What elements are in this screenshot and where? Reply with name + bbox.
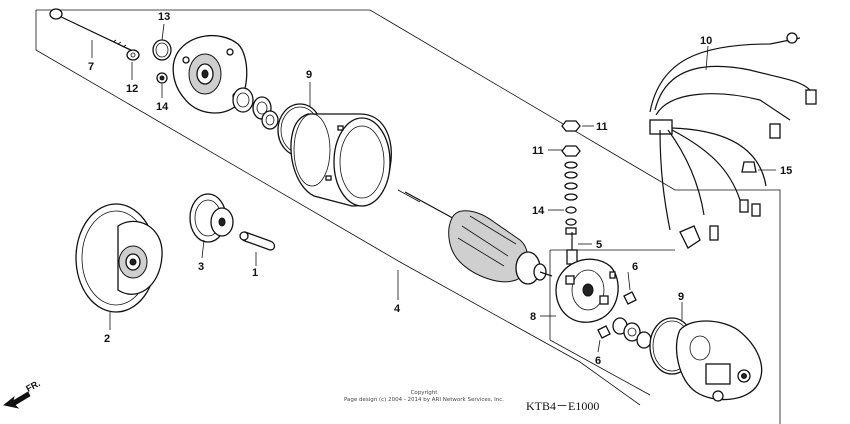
callout-3: 3 — [198, 261, 204, 273]
diagram-code: KTB4－E1000 — [526, 399, 599, 413]
front-direction-indicator: FR. — [3, 378, 42, 409]
callout-14-upper: 14 — [156, 101, 169, 113]
front-seal-set — [232, 87, 279, 130]
callout-8: 8 — [530, 311, 536, 323]
rear-washer-set — [612, 317, 652, 349]
gear-shaft-part — [239, 231, 276, 251]
callout-12: 12 — [126, 83, 138, 95]
armature-part — [397, 189, 553, 285]
callout-11-lower: 11 — [532, 145, 544, 157]
small-washer-part — [156, 72, 168, 84]
callout-9-upper: 9 — [306, 69, 312, 81]
leader-lines — [91, 23, 776, 353]
front-cover-part — [172, 34, 248, 114]
washer-part — [126, 49, 140, 61]
callout-14-lower: 14 — [532, 205, 545, 217]
callout-1: 1 — [252, 267, 258, 279]
direction-arrow-icon — [3, 391, 31, 409]
copyright-line-2: Page design (c) 2004 - 2014 by ARI Netwo… — [344, 397, 504, 403]
copyright-line-1: Copyright — [411, 390, 439, 396]
callout-6-upper: 6 — [632, 261, 638, 273]
callout-11-upper: 11 — [596, 121, 608, 133]
terminal-hardware-stack — [561, 120, 581, 265]
rear-cover-part — [675, 320, 763, 402]
callout-2: 2 — [104, 333, 110, 345]
large-gear-part — [75, 203, 163, 313]
callout-6-lower: 6 — [595, 355, 601, 367]
callout-10: 10 — [700, 35, 712, 47]
small-gear-part — [189, 193, 234, 243]
callout-13: 13 — [158, 11, 170, 23]
callout-5: 5 — [596, 239, 602, 251]
callout-labels: 1 2 3 4 5 6 6 7 8 9 9 10 11 11 12 13 14 … — [88, 11, 792, 367]
callout-7: 7 — [88, 61, 94, 73]
o-ring-part — [152, 39, 172, 61]
callout-4: 4 — [394, 303, 401, 315]
wire-harness-part — [649, 32, 817, 249]
motor-yoke-part — [290, 113, 392, 207]
brush-holder-part — [555, 258, 619, 323]
direction-label: FR. — [24, 378, 41, 394]
brush-spring-part — [597, 291, 637, 339]
callout-9-lower: 9 — [678, 291, 684, 303]
callout-15: 15 — [780, 165, 792, 177]
through-bolt-part — [49, 8, 137, 54]
